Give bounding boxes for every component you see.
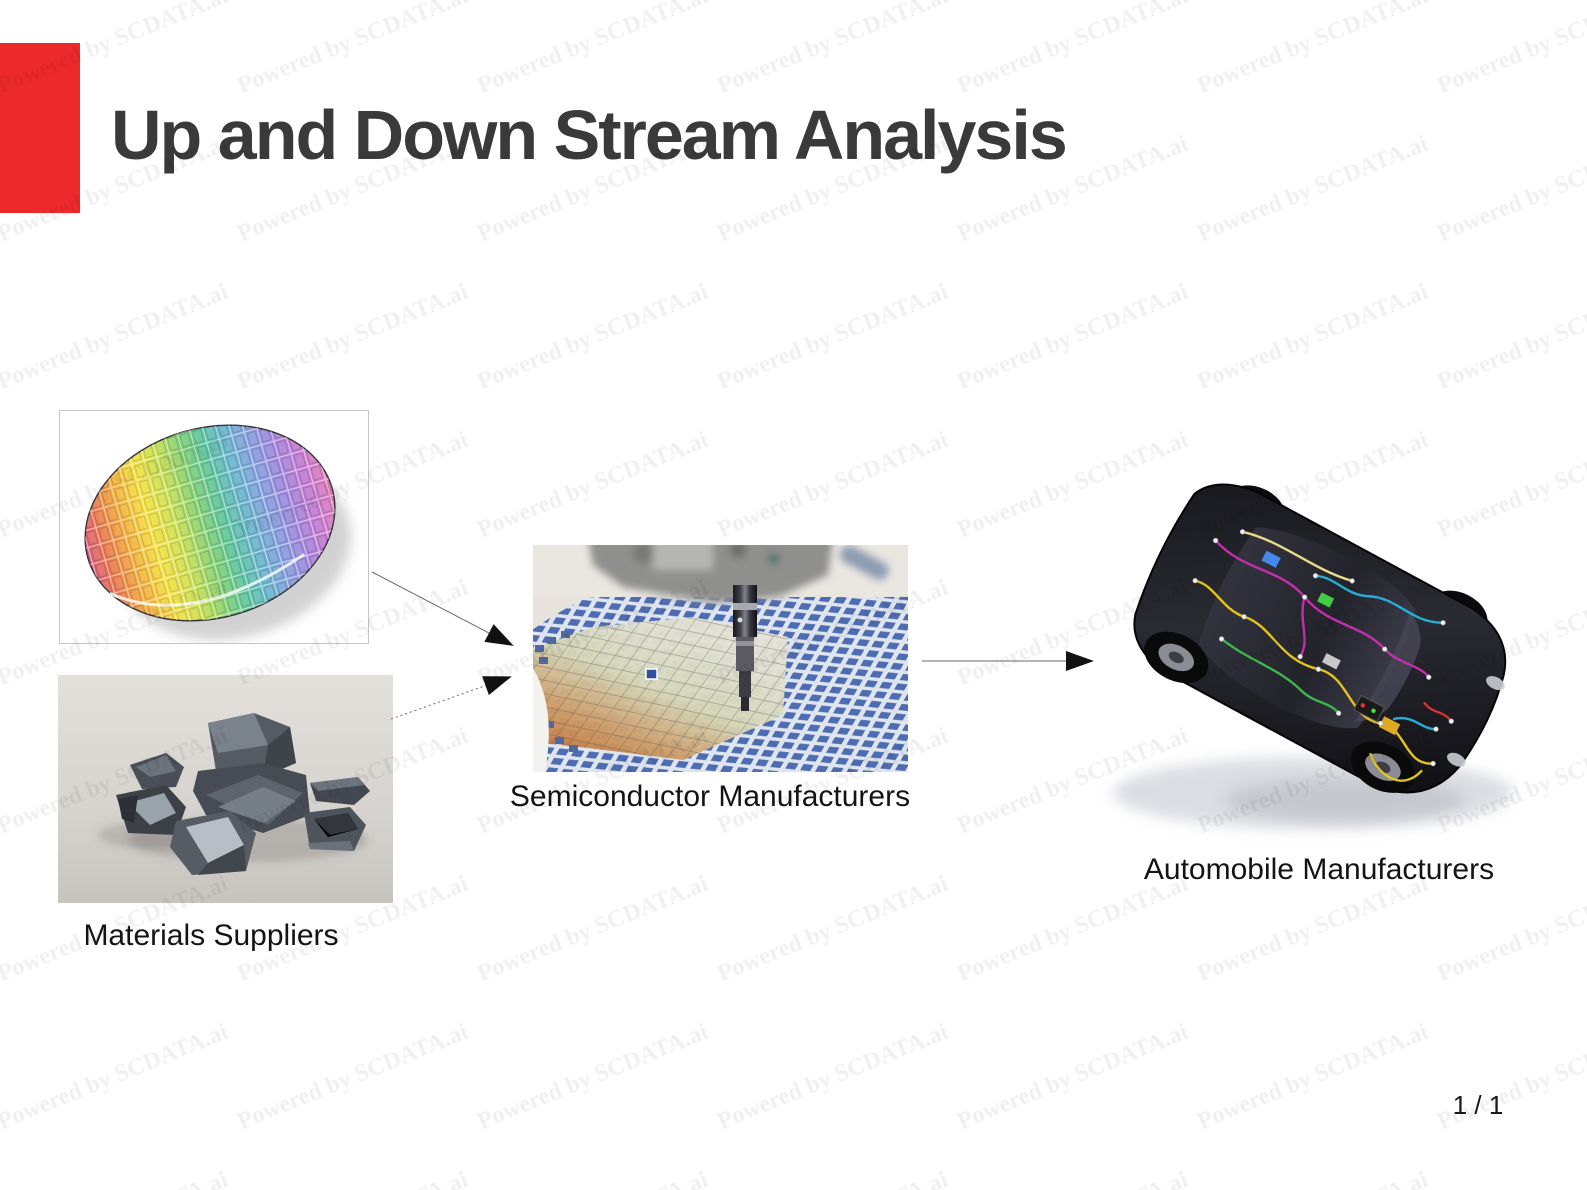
- accent-bar: [0, 43, 80, 213]
- watermark-text: Powered by SCDATA.ai: [713, 426, 952, 544]
- watermark-text: Powered by SCDATA.ai: [233, 0, 472, 100]
- watermark-text: Powered by SCDATA.ai: [473, 870, 712, 988]
- watermark-text: Powered by SCDATA.ai: [953, 0, 1192, 100]
- watermark-text: Powered by SCDATA.ai: [473, 278, 712, 396]
- watermark-text: Powered by SCDATA.ai: [0, 1018, 232, 1136]
- watermark-text: Powered by SCDATA.ai: [0, 278, 232, 396]
- watermark-text: Powered by SCDATA.ai: [1433, 130, 1587, 248]
- semiconductor-manufacturers-label: Semiconductor Manufacturers: [509, 780, 911, 813]
- watermark-text: Powered by SCDATA.ai: [473, 426, 712, 544]
- watermark-text: Powered by SCDATA.ai: [1193, 1018, 1432, 1136]
- watermark-text: Powered by SCDATA.ai: [713, 278, 952, 396]
- watermark-text: Powered by SCDATA.ai: [953, 278, 1192, 396]
- semiconductor-fab-image: [533, 545, 908, 772]
- wafer-probing-illustration: [533, 545, 908, 772]
- watermark-text: Powered by SCDATA.ai: [954, 1166, 1193, 1190]
- probe-head: [733, 585, 757, 711]
- watermark-text: Powered by SCDATA.ai: [233, 1018, 472, 1136]
- watermark-text: Powered by SCDATA.ai: [233, 278, 472, 396]
- watermark-text: Powered by SCDATA.ai: [234, 1166, 473, 1190]
- watermark-text: Powered by SCDATA.ai: [1433, 0, 1587, 100]
- watermark-text: Powered by SCDATA.ai: [0, 1166, 232, 1190]
- car-wiring-image: [1085, 448, 1555, 848]
- watermark-text: Powered by SCDATA.ai: [1193, 130, 1432, 248]
- watermark-text: Powered by SCDATA.ai: [713, 0, 952, 100]
- watermark-text: Powered by SCDATA.ai: [474, 1166, 713, 1190]
- arrow-materials-to-semi: [390, 676, 512, 720]
- page-indicator: 1 / 1: [1452, 1090, 1504, 1120]
- watermark-text: Powered by SCDATA.ai: [1193, 278, 1432, 396]
- silicon-wafer-image: [59, 410, 369, 644]
- page-title: Up and Down Stream Analysis: [111, 96, 1068, 174]
- watermark-text: Powered by SCDATA.ai: [473, 0, 712, 100]
- watermark-text: Powered by SCDATA.ai: [713, 1018, 952, 1136]
- watermark-text: Powered by SCDATA.ai: [714, 1166, 953, 1190]
- watermark-text: Powered by SCDATA.ai: [953, 1018, 1192, 1136]
- arrow-wafer-to-semi: [371, 571, 514, 646]
- watermark-text: Powered by SCDATA.ai: [473, 1018, 712, 1136]
- car-wiring-illustration: [1113, 483, 1513, 829]
- watermark-text: Powered by SCDATA.ai: [1193, 0, 1432, 100]
- automobile-manufacturers-label: Automobile Manufacturers: [1143, 853, 1495, 886]
- materials-suppliers-label: Materials Suppliers: [83, 919, 339, 952]
- silicon-wafer-illustration: [84, 424, 351, 640]
- raw-silicon-illustration: [58, 675, 393, 903]
- watermark-text: Powered by SCDATA.ai: [713, 870, 952, 988]
- watermark-text: Powered by SCDATA.ai: [1434, 1166, 1587, 1190]
- watermark-text: Powered by SCDATA.ai: [1433, 278, 1587, 396]
- raw-silicon-image: [58, 675, 393, 903]
- watermark-text: Powered by SCDATA.ai: [1194, 1166, 1433, 1190]
